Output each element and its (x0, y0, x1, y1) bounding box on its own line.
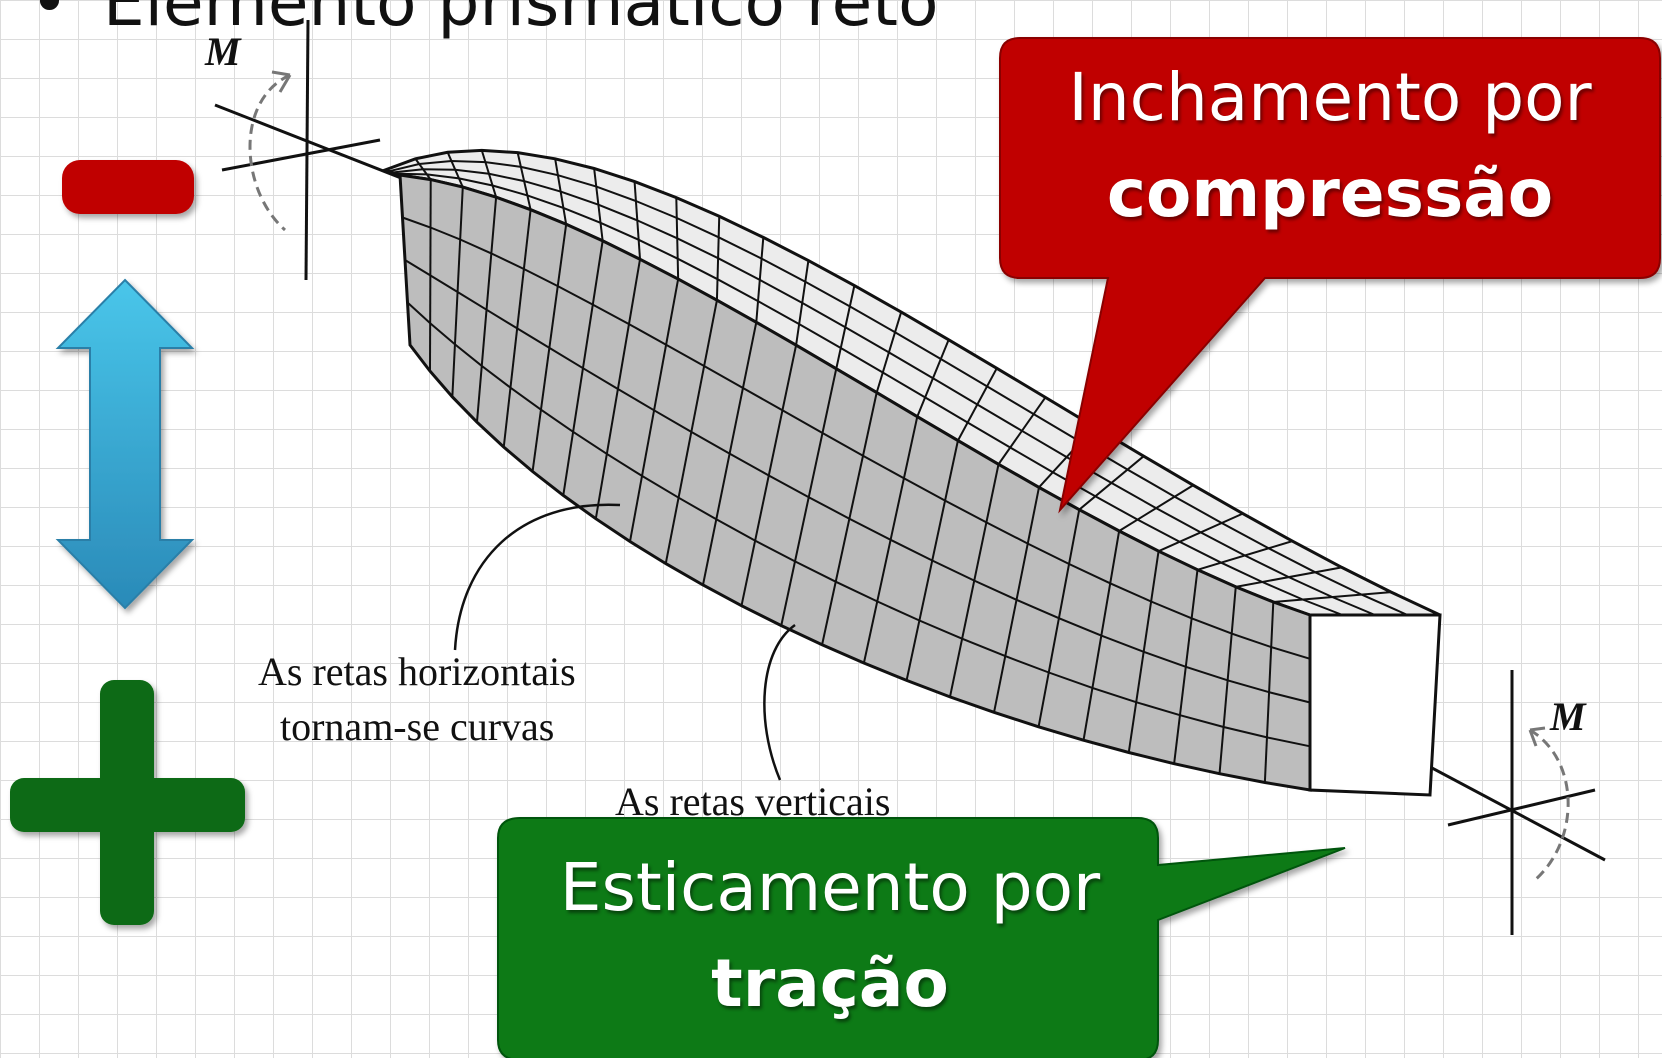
beam-top-transverse-line (593, 168, 604, 242)
beam-top-transverse-line (875, 311, 903, 393)
beam-top-transverse-line (414, 158, 432, 181)
beam-top-transverse-line (1273, 591, 1392, 603)
traction-callout-line2: tração (711, 944, 949, 1022)
beam-side-transverse-line (821, 392, 878, 645)
beam-side-transverse-line (629, 278, 680, 542)
beam-top-transverse-line (957, 367, 998, 442)
traction-callout: Esticamento por tração (500, 840, 1160, 1031)
beam-top-transverse-line (795, 260, 810, 346)
beam-side-transverse-line (1127, 551, 1160, 753)
minus-icon (62, 160, 194, 214)
beam-side-transverse-line (1218, 586, 1237, 774)
compression-callout: Inchamento por compressão (1000, 50, 1660, 241)
beam-top-transverse-line (1078, 455, 1145, 511)
beam-side-transverse-line (594, 259, 642, 519)
beam-side-transverse-line (1263, 601, 1275, 783)
beam-side-transverse-line (780, 368, 838, 626)
slide-title: •Elemento prismático reto (30, 0, 938, 36)
left-moment-label: M (204, 29, 242, 74)
beam-top-transverse-line (1158, 512, 1244, 553)
beam-top-transverse-line (554, 158, 568, 225)
beam-top-transverse-line (916, 339, 950, 418)
vertical-lines-label-1: As retas verticais (615, 779, 890, 824)
beam-side-transverse-line (502, 209, 532, 448)
beam-side-transverse-line (862, 416, 919, 664)
leader-lines (453, 503, 796, 781)
beam-side-transverse-line (1082, 530, 1121, 741)
curved-beam (380, 148, 1442, 797)
beam-side-transverse-line (905, 440, 959, 681)
beam-top-transverse-line (480, 150, 498, 198)
horizontal-lines-label-2: tornam-se curvas (280, 704, 554, 749)
beam-side-transverse-line (475, 197, 498, 423)
beam-top-transverse-line (835, 285, 856, 369)
title-text: Elemento prismático reto (102, 0, 939, 41)
compression-callout-line2: compressão (1106, 154, 1554, 232)
compression-callout-bubble (999, 37, 1661, 514)
beam-top-transverse-line (1118, 484, 1194, 532)
beam-side-transverse-line (664, 299, 718, 564)
beam-top-transverse-line (633, 181, 642, 260)
beam-side-transverse-line (451, 187, 464, 397)
right-moment-label: M (1549, 694, 1587, 739)
horizontal-lines-label-1: As retas horizontais (258, 649, 576, 694)
plus-icon (10, 680, 245, 925)
beam-side-transverse-line (531, 224, 568, 472)
beam-top-transverse-line (1235, 566, 1342, 588)
beam-side-transverse-line (993, 487, 1040, 713)
beam-side-transverse-line (740, 345, 798, 606)
compression-callout-line1: Inchamento por (1068, 59, 1592, 136)
beam-top-transverse-line (516, 152, 532, 210)
beam-side-transverse-line (701, 322, 758, 586)
beam-top-transverse-line (755, 237, 765, 323)
double-arrow-icon (55, 278, 195, 610)
beam-side-transverse-line (949, 464, 1000, 698)
traction-callout-line1: Esticamento por (559, 849, 1101, 926)
beam-end-face (1308, 613, 1442, 797)
beam-side-transverse-line (1037, 509, 1081, 727)
beam-side-transverse-line (562, 240, 604, 496)
beam-top-transverse-line (1197, 540, 1293, 571)
beam-top-transverse-line (997, 396, 1047, 465)
title-bullet: • (30, 0, 69, 41)
traction-callout-bubble (497, 817, 1346, 1058)
beam-side-transverse-line (428, 179, 432, 372)
left-moment-symbol (214, 19, 471, 281)
beam-top-transverse-line (446, 151, 464, 188)
beam-top-transverse-line (715, 216, 721, 301)
beam-side-transverse-line (1173, 569, 1199, 764)
beam-top-transverse-line (675, 197, 680, 280)
